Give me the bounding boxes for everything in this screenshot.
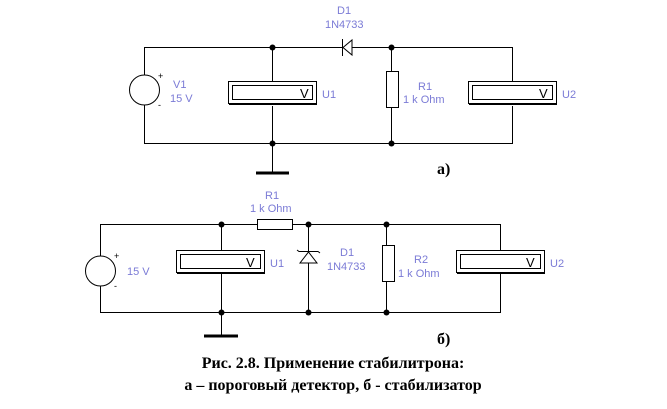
circuit-b-wires: [100, 224, 501, 336]
source-minus-sign: -: [158, 100, 161, 110]
diode-model-label: 1N4733: [327, 261, 366, 273]
junction-dot: [388, 140, 395, 147]
voltmeter-display: [180, 254, 261, 269]
diode-triangle-icon: [342, 38, 353, 57]
voltmeter-display: [232, 85, 313, 100]
junction-dot: [383, 221, 390, 228]
figure-caption-line-1: Рис. 2.8. Применение стабилитрона:: [202, 355, 465, 372]
voltage-source-v1[interactable]: + - V1 15 V: [129, 71, 194, 110]
voltmeter-unit: V: [526, 255, 535, 270]
voltmeter-display: [472, 85, 553, 100]
junction-dot: [269, 44, 276, 51]
diode-model-label: 1N4733: [325, 19, 364, 31]
junction-dot: [269, 140, 276, 147]
diode-name-label: D1: [340, 247, 354, 259]
source-name-label: V1: [173, 79, 186, 91]
resistor-r1[interactable]: R1 1 k Ohm: [386, 71, 445, 108]
resistor-value-label: 1 k Ohm: [250, 203, 292, 215]
zener-triangle-icon: [298, 251, 319, 264]
source-plus-sign: +: [114, 251, 119, 261]
junction-dot: [305, 309, 312, 316]
voltmeter-u1[interactable]: V U1: [176, 250, 285, 274]
voltage-source[interactable]: + - 15 V: [85, 251, 151, 291]
circuit-b-label: б): [437, 331, 450, 348]
source-value-label: 15 V: [127, 266, 150, 278]
resistor-name-label: R1: [265, 190, 279, 202]
figure-caption-line-2: а – пороговый детектор, б - стабилизатор: [184, 377, 481, 394]
voltmeter-name-label: U2: [550, 258, 564, 270]
voltmeter-unit: V: [539, 86, 548, 101]
resistor-body-icon: [257, 219, 293, 230]
junction-dot: [218, 221, 225, 228]
zener-diode-d1[interactable]: D1 1N4733: [325, 5, 364, 57]
resistor-value-label: 1 k Ohm: [403, 94, 445, 106]
source-plus-sign: +: [158, 71, 163, 81]
junction-dot: [383, 309, 390, 316]
zener-diode-d1[interactable]: D1 1N4733: [296, 247, 366, 273]
resistor-name-label: R2: [414, 254, 428, 266]
junction-dot: [388, 44, 395, 51]
voltmeter-u2[interactable]: V U2: [456, 250, 565, 274]
circuit-a: + - V1 15 V V U1 D1 1N4733 R1 1 k Ohm: [129, 5, 577, 178]
voltmeter-name-label: U1: [322, 89, 336, 101]
junction-dot: [305, 221, 312, 228]
resistor-value-label: 1 k Ohm: [398, 268, 440, 280]
source-minus-sign: -: [114, 281, 117, 291]
voltmeter-name-label: U1: [270, 258, 284, 270]
circuit-a-wires: [144, 47, 513, 172]
circuit-b: + - 15 V V U1 R1 1 k Ohm D1 1N4733: [85, 190, 565, 348]
junction-dot: [218, 309, 225, 316]
voltmeter-display: [460, 254, 541, 269]
zener-cathode-bar: [296, 249, 321, 254]
voltmeter-unit: V: [246, 255, 255, 270]
resistor-body-icon: [382, 245, 395, 282]
voltmeter-u1[interactable]: V U1: [228, 81, 337, 105]
voltmeter-u2[interactable]: V U2: [468, 81, 577, 105]
voltmeter-name-label: U2: [562, 89, 576, 101]
resistor-r2[interactable]: R2 1 k Ohm: [382, 245, 440, 282]
voltmeter-unit: V: [300, 86, 309, 101]
resistor-name-label: R1: [418, 81, 432, 93]
diode-name-label: D1: [337, 5, 351, 17]
source-circle-icon: [85, 255, 116, 287]
source-circle-icon: [129, 74, 160, 106]
source-value-label: 15 V: [170, 93, 193, 105]
resistor-body-icon: [386, 71, 399, 108]
resistor-r1[interactable]: R1 1 k Ohm: [250, 190, 293, 230]
circuit-a-label: а): [437, 161, 450, 178]
